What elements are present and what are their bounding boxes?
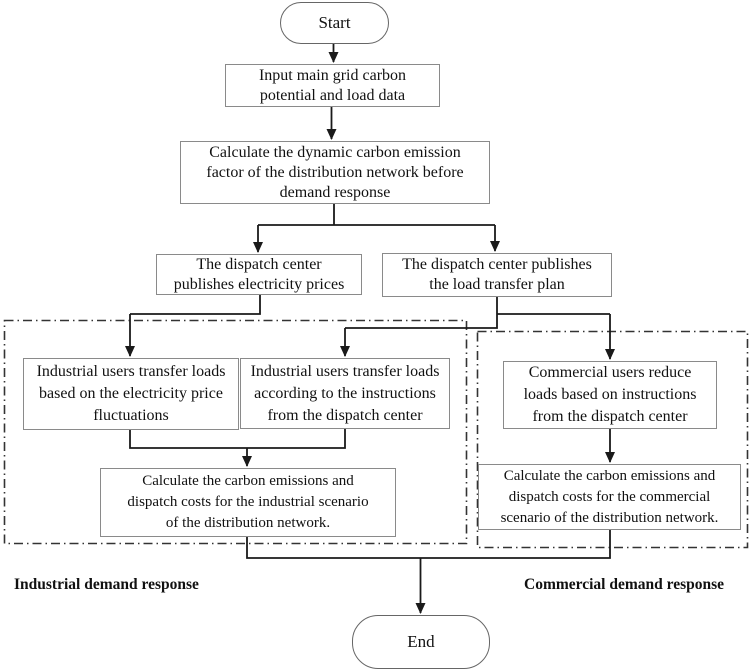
connector-calc-split [258, 202, 495, 226]
node-commercial-reduce-loads: Commercial users reduce loads based on i… [503, 361, 717, 429]
connector-price-to-left [130, 293, 261, 315]
node-calc-before-response: Calculate the dynamic carbon emission fa… [180, 141, 490, 204]
connector-plan-to-left [345, 295, 498, 329]
connector-industrial-merge [129, 427, 346, 449]
commercial-region-label: Commercial demand response [524, 576, 725, 593]
node-calc-commercial-scenario: Calculate the carbon emissions and dispa… [478, 464, 741, 530]
node-start: Start [280, 2, 389, 44]
node-end: End [352, 615, 490, 669]
node-dispatch-load-transfer-plan: The dispatch center publishes the load t… [382, 253, 612, 297]
node-industrial-price-response: Industrial users transfer loads based on… [23, 358, 239, 430]
industrial-region-label: Industrial demand response [14, 576, 199, 593]
node-industrial-instruction-response: Industrial users transfer loads accordin… [240, 358, 450, 429]
connector-final-merge [246, 528, 611, 559]
node-dispatch-electricity-prices: The dispatch center publishes electricit… [156, 254, 362, 295]
commercial-region-border [476, 330, 749, 549]
node-calc-industrial-scenario: Calculate the carbon emissions and dispa… [100, 468, 396, 537]
node-input-data: Input main grid carbon potential and loa… [225, 64, 440, 107]
industrial-region-border [3, 319, 468, 545]
